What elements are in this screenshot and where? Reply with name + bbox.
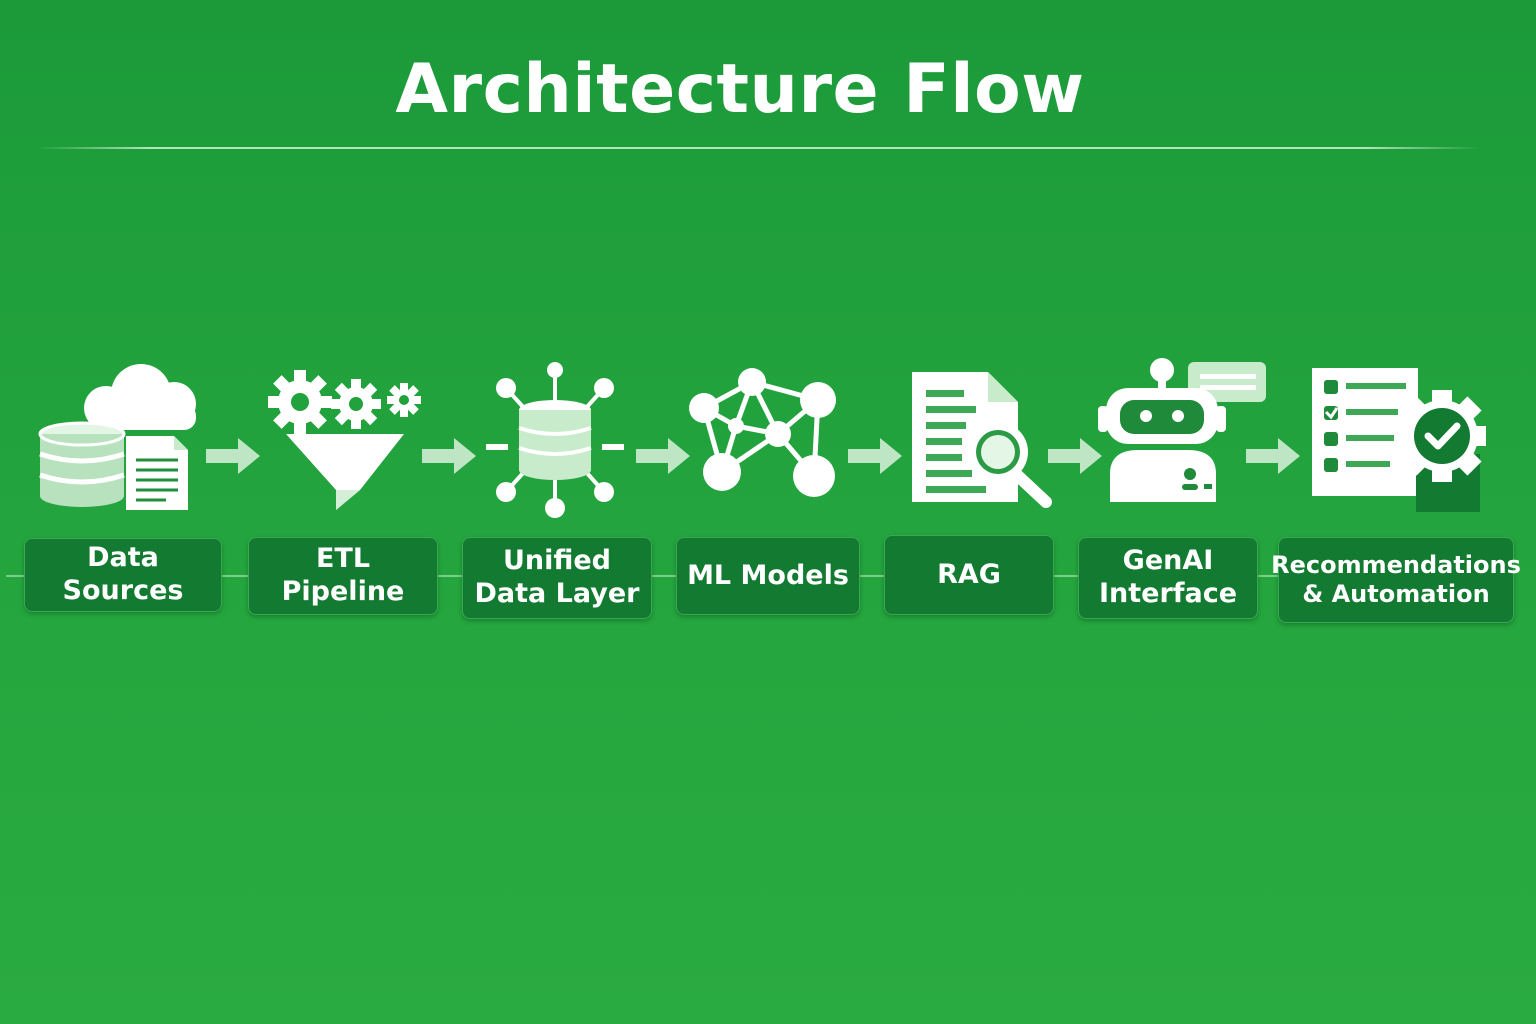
step-unified-data-layer: Unified Data Layer bbox=[462, 537, 652, 619]
checklist-gear-icon bbox=[1312, 368, 1486, 512]
step-label: ETL Pipeline bbox=[281, 543, 405, 607]
connector-1 bbox=[222, 575, 248, 577]
gears-funnel-icon bbox=[268, 370, 421, 510]
flow-arrow-5 bbox=[1048, 438, 1102, 474]
neural-network-icon bbox=[689, 368, 836, 497]
database-cloud-document-icon bbox=[38, 364, 196, 510]
title-divider bbox=[36, 147, 1480, 149]
connector-6 bbox=[1258, 575, 1280, 577]
step-ml-models: ML Models bbox=[676, 537, 860, 615]
connector-2 bbox=[438, 575, 464, 577]
connector-3 bbox=[652, 575, 676, 577]
step-label: Recommendations & Automation bbox=[1271, 550, 1521, 608]
flow-arrow-2 bbox=[422, 438, 476, 474]
step-genai-interface: GenAI Interface bbox=[1078, 537, 1258, 619]
database-hub-icon bbox=[486, 362, 624, 518]
flow-arrow-4 bbox=[848, 438, 902, 474]
step-recommendations-automation: Recommendations & Automation bbox=[1271, 537, 1521, 623]
page-title: Architecture Flow bbox=[395, 50, 1085, 129]
connector-5 bbox=[1054, 575, 1078, 577]
connector-4 bbox=[860, 575, 884, 577]
flow-arrow-6 bbox=[1246, 438, 1300, 474]
step-data-sources: Data Sources bbox=[24, 538, 222, 612]
step-etl-pipeline: ETL Pipeline bbox=[248, 537, 438, 615]
document-search-icon bbox=[912, 372, 1052, 508]
step-label: ML Models bbox=[687, 559, 849, 591]
robot-chat-icon bbox=[1098, 358, 1266, 502]
step-rag: RAG bbox=[884, 535, 1054, 615]
connector-0 bbox=[6, 575, 24, 577]
flow-arrow-1 bbox=[206, 438, 260, 474]
step-label: GenAI Interface bbox=[1098, 545, 1238, 609]
step-label: Unified Data Layer bbox=[474, 545, 640, 609]
flow-arrow-3 bbox=[636, 438, 690, 474]
step-label: Data Sources bbox=[62, 542, 184, 606]
step-label: RAG bbox=[937, 558, 1001, 590]
